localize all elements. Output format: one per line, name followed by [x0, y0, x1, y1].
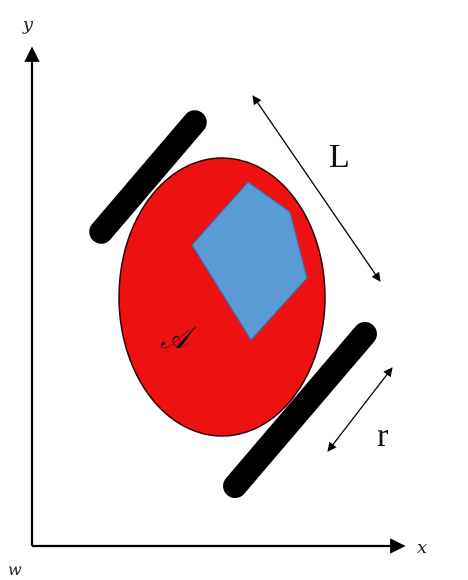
frame-label: w: [8, 560, 22, 579]
robot-body: [118, 157, 326, 437]
world-axes: y x w: [8, 14, 427, 579]
y-axis-label: y: [22, 14, 34, 35]
wheel-upper: [89, 110, 207, 244]
length-label: L: [329, 138, 350, 175]
wheel-lower: [223, 321, 377, 499]
radius-arrow: [327, 367, 393, 452]
radius-label: r: [377, 417, 389, 454]
length-arrow: [252, 95, 381, 282]
x-axis-label: x: [417, 537, 427, 558]
